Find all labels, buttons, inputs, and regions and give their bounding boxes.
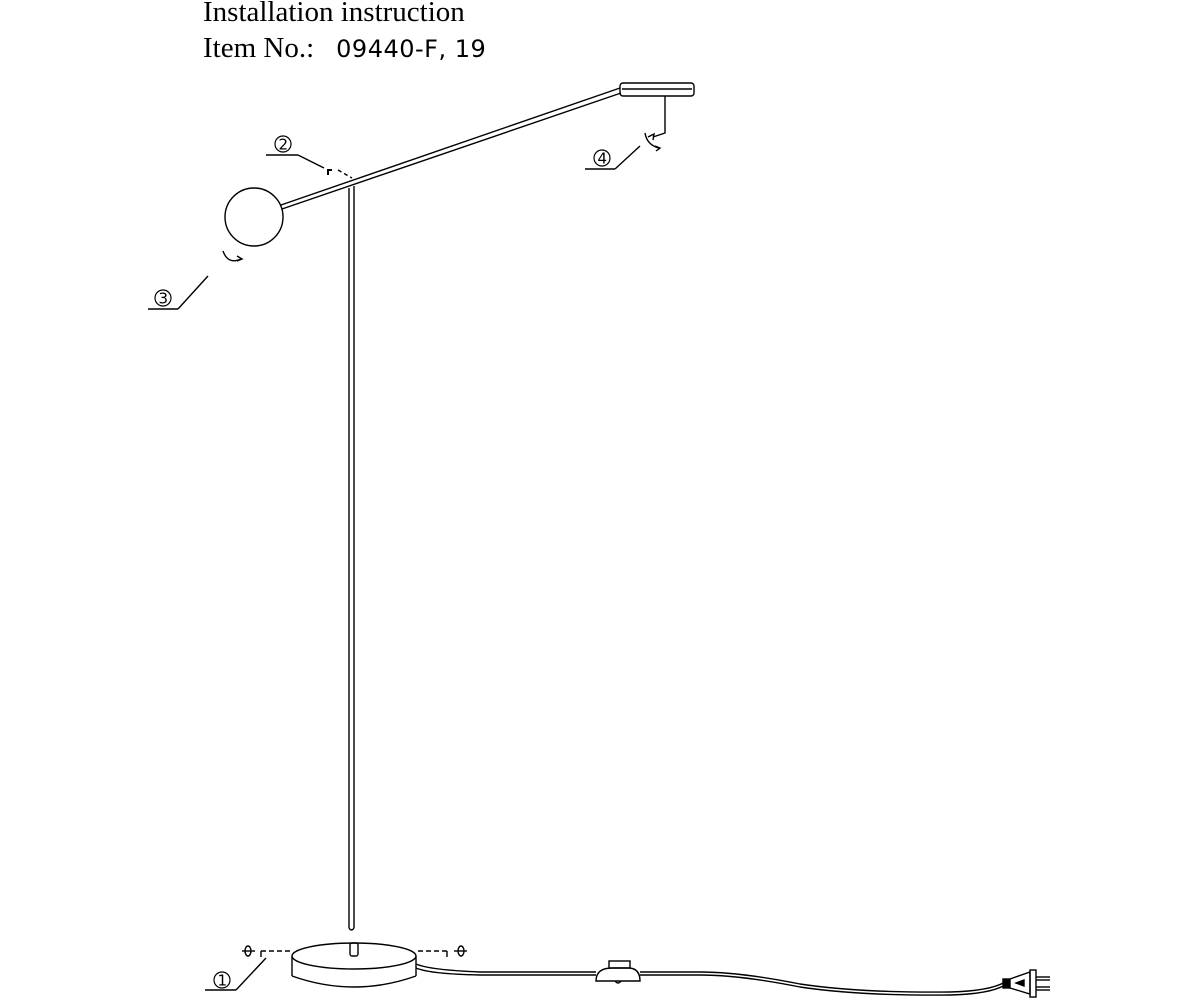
item-number-line: Item No.: 09440-F, 19 xyxy=(203,32,486,65)
lamp-head xyxy=(619,82,695,141)
item-number-value: 09440-F, 19 xyxy=(336,35,487,63)
svg-text:2: 2 xyxy=(279,136,289,154)
counterweight-ball xyxy=(224,187,284,247)
callout-4: 4 xyxy=(585,132,662,170)
document-title: Installation instruction xyxy=(203,0,465,28)
lamp-pole xyxy=(348,186,355,931)
power-plug xyxy=(1002,969,1050,998)
svg-text:1: 1 xyxy=(218,972,228,990)
screw-icon xyxy=(242,945,255,957)
screw-icon xyxy=(454,945,467,957)
item-number-label: Item No.: xyxy=(203,32,315,64)
inline-switch xyxy=(595,960,641,984)
svg-text:3: 3 xyxy=(159,290,169,308)
lamp-arm xyxy=(280,87,622,210)
power-cable xyxy=(415,963,1006,996)
svg-text:4: 4 xyxy=(598,150,608,168)
callout-3: 3 xyxy=(148,250,244,310)
callout-2: 2 xyxy=(266,135,353,179)
lamp-base xyxy=(291,942,417,988)
callout-1: 1 xyxy=(205,945,467,991)
